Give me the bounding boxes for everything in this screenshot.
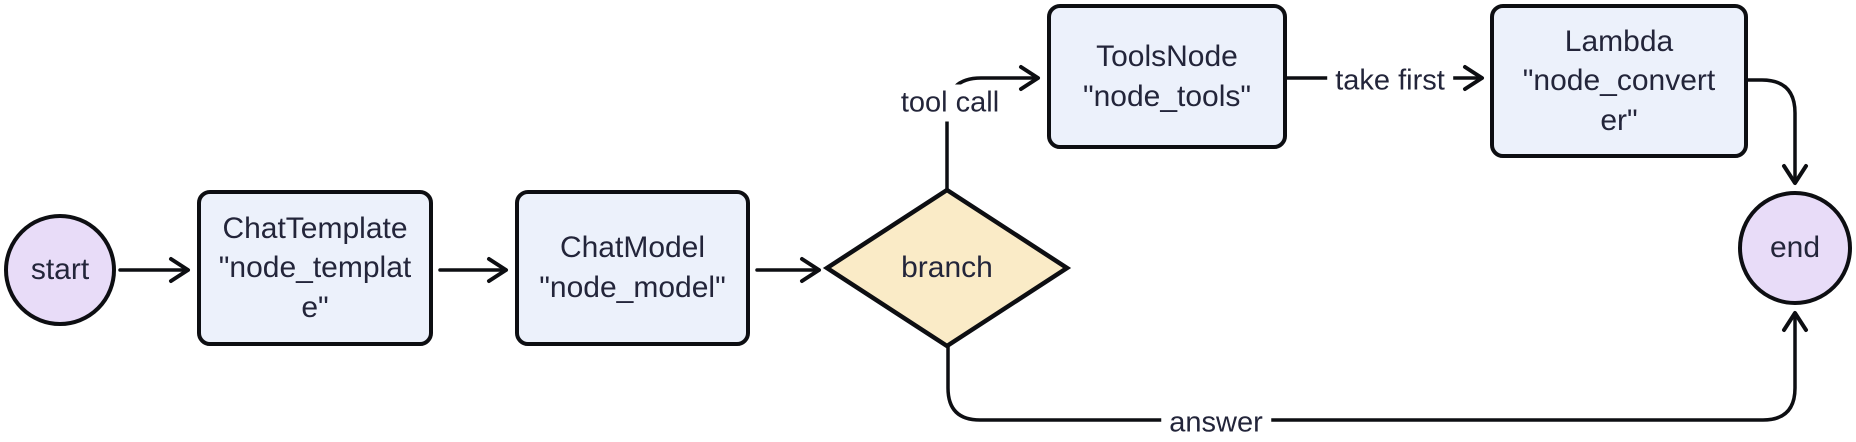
start-node: start bbox=[4, 214, 116, 326]
edge-label-tool-call: tool call bbox=[892, 84, 1008, 122]
start-node-label: start bbox=[30, 253, 90, 287]
branch-node-label: branch bbox=[847, 240, 1047, 296]
edge-label-answer: answer bbox=[1161, 404, 1271, 442]
lambda-node: Lambda "node_convert er" bbox=[1490, 4, 1748, 158]
tools-node-label: ToolsNode "node_tools" bbox=[1082, 39, 1252, 113]
chat-model-node-label: ChatModel "node_model" bbox=[539, 231, 726, 304]
lambda-node-label: Lambda "node_convert er" bbox=[1522, 24, 1716, 137]
end-node: end bbox=[1738, 191, 1852, 305]
chat-template-node: ChatTemplate "node_templat e" bbox=[197, 190, 433, 346]
edge-branch-to-end bbox=[946, 311, 1808, 422]
end-node-label: end bbox=[1769, 231, 1821, 265]
branch-label-text: branch bbox=[901, 251, 993, 285]
chat-template-node-label: ChatTemplate "node_templat e" bbox=[218, 211, 412, 324]
edge-label-take-first: take first bbox=[1327, 62, 1453, 100]
branch-diamond bbox=[822, 187, 1072, 349]
tools-node: ToolsNode "node_tools" bbox=[1047, 4, 1287, 149]
chat-model-node: ChatModel "node_model" bbox=[515, 190, 750, 346]
edge-lambda-to-end bbox=[1746, 78, 1808, 185]
